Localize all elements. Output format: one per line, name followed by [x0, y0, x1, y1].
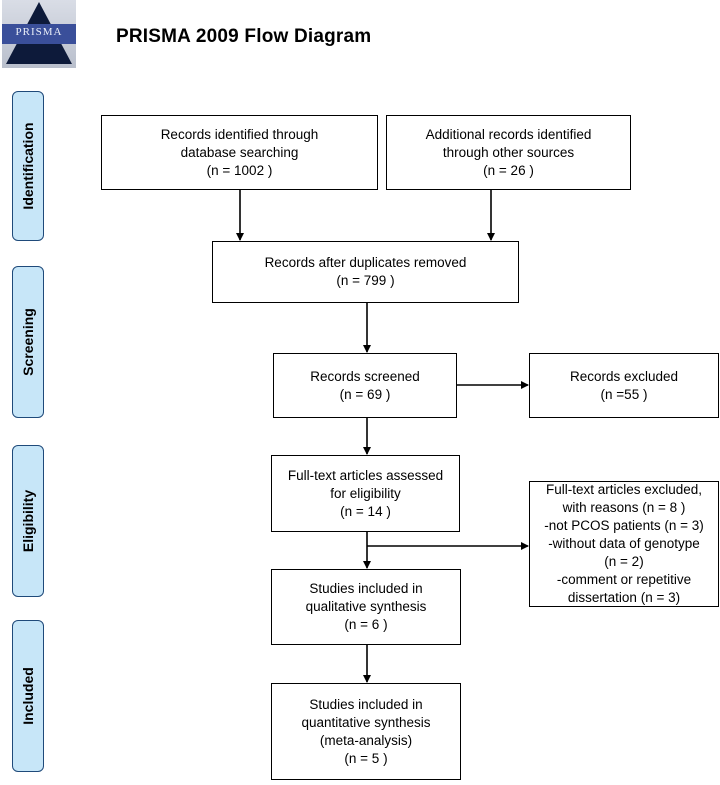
box-line: qualitative synthesis [305, 599, 427, 614]
box-line: -comment or repetitive [556, 572, 692, 587]
box-line: Additional records identified [425, 126, 592, 142]
box-line: quantitative synthesis [301, 714, 431, 730]
phase-included: Included [12, 620, 44, 772]
box-line: (n = 799 ) [336, 273, 395, 288]
box-line: -not PCOS patients (n = 3) [544, 518, 704, 533]
box-database-records: Records identified through database sear… [101, 115, 378, 190]
box-line: Studies included in [309, 581, 423, 596]
box-fulltext-assessed: Full-text articles assessed for eligibil… [271, 455, 460, 532]
box-records-screened: Records screened (n = 69 ) [273, 353, 457, 418]
box-line: (n = 26 ) [483, 162, 534, 178]
box-line: -without data of genotype [548, 536, 700, 551]
box-line: Full-text articles excluded, [545, 482, 703, 497]
logo-text: PRISMA [15, 26, 63, 38]
box-line: Full-text articles assessed [287, 467, 444, 483]
box-quantitative-synthesis: Studies included in quantitative synthes… [271, 683, 461, 780]
box-line: database searching [180, 144, 299, 160]
box-line: with reasons (n = 8 ) [562, 500, 686, 515]
phase-identification: Identification [12, 91, 44, 241]
box-line: Records excluded [569, 368, 679, 384]
box-line: Records after duplicates removed [264, 255, 467, 270]
box-line: (meta-analysis) [319, 732, 413, 748]
box-line: (n = 6 ) [344, 617, 388, 632]
box-other-sources: Additional records identified through ot… [386, 115, 631, 190]
box-duplicates-removed: Records after duplicates removed (n = 79… [212, 241, 519, 303]
box-fulltext-excluded: Full-text articles excluded, with reason… [529, 481, 719, 607]
box-records-excluded: Records excluded (n =55 ) [529, 353, 719, 418]
box-line: (n =55 ) [600, 386, 648, 402]
box-line: through other sources [442, 144, 575, 160]
box-line: (n = 5 ) [344, 750, 388, 766]
box-line: Records screened [310, 368, 420, 384]
box-line: (n = 1002 ) [206, 162, 273, 178]
box-line: Studies included in [309, 696, 423, 712]
box-qualitative-synthesis: Studies included in qualitative synthesi… [271, 569, 461, 645]
box-line: (n = 69 ) [339, 386, 391, 402]
phase-screening: Screening [12, 266, 44, 418]
box-line: dissertation (n = 3) [567, 590, 681, 605]
box-line: (n = 14 ) [340, 503, 391, 519]
box-line: (n = 2) [604, 554, 644, 569]
box-line: Records identified through [160, 126, 319, 142]
box-line: for eligibility [330, 485, 401, 501]
page-title: PRISMA 2009 Flow Diagram [116, 26, 372, 47]
prisma-logo: PRISMA [2, 0, 76, 68]
phase-eligibility: Eligibility [12, 445, 44, 597]
